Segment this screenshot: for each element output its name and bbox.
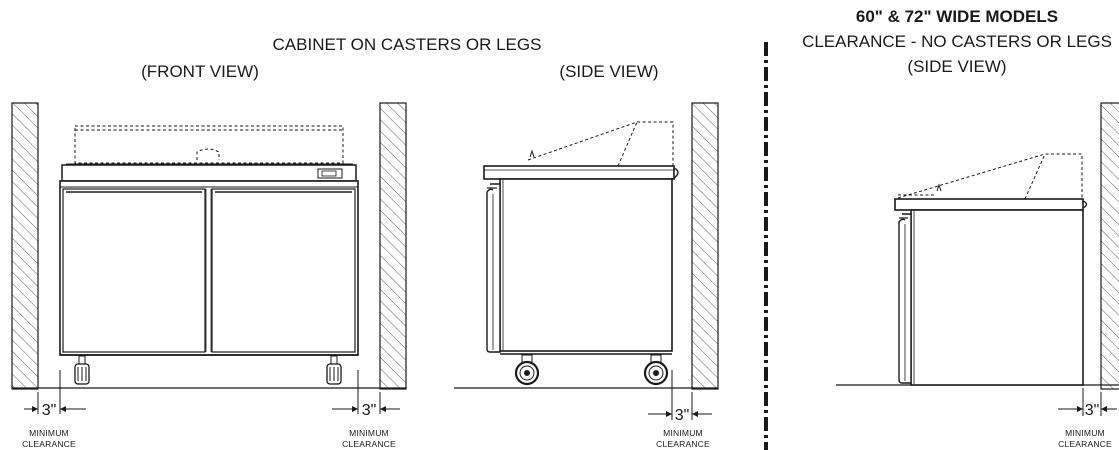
wall-side-view: [691, 102, 719, 390]
clearance-title: CLEARANCE - NO CASTERS OR LEGS: [802, 32, 1112, 51]
dimension-caption: CLEARANCE: [656, 439, 710, 449]
dimension-value: 3": [362, 402, 377, 419]
dimension-caption: MINIMUM: [349, 428, 389, 438]
dimension-value: 3": [675, 407, 690, 424]
dimension-side: 3" MINIMUM CLEARANCE: [648, 370, 712, 449]
dimension-caption: MINIMUM: [663, 428, 703, 438]
dimension-caption: CLEARANCE: [22, 439, 76, 449]
wall-side-view-2: [1100, 102, 1119, 390]
models-title: 60" & 72" WIDE MODELS: [856, 7, 1058, 26]
front-view-label: (FRONT VIEW): [141, 62, 259, 81]
side-view-cabinet-2: [894, 153, 1088, 386]
wall-right-front: [379, 102, 407, 390]
dimension-caption: CLEARANCE: [1058, 439, 1112, 449]
dimension-value: 3": [42, 402, 57, 419]
dimension-side-2: 3" MINIMUM CLEARANCE: [1058, 388, 1117, 449]
dimension-front-right: 3" MINIMUM CLEARANCE: [332, 370, 400, 449]
dimension-caption: MINIMUM: [1065, 428, 1105, 438]
side-view-label-2: (SIDE VIEW): [907, 57, 1006, 76]
dimension-front-left: 3" MINIMUM CLEARANCE: [22, 370, 86, 449]
side-view-label: (SIDE VIEW): [559, 62, 658, 81]
main-title: CABINET ON CASTERS OR LEGS: [273, 35, 542, 54]
wall-left-front: [11, 102, 39, 390]
dimension-caption: MINIMUM: [29, 428, 69, 438]
front-view-cabinet: [59, 125, 359, 385]
dimension-caption: CLEARANCE: [342, 439, 396, 449]
dimension-value: 3": [1085, 402, 1100, 419]
side-view-cabinet: [483, 121, 679, 386]
